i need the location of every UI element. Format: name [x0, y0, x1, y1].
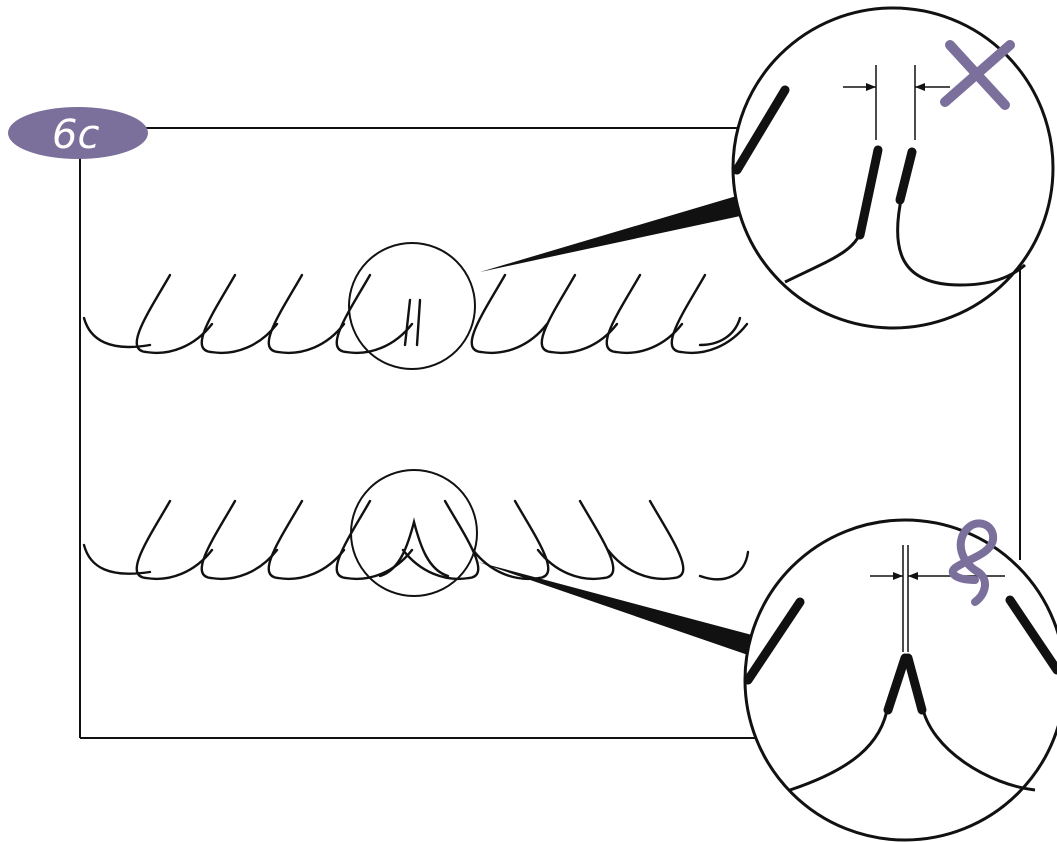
step-badge: 6c: [8, 107, 148, 159]
top-magnify-indicator: [349, 195, 745, 369]
stitch-hook: [269, 501, 344, 579]
stitch-tail: [84, 545, 150, 574]
top-stitch-row: [84, 275, 747, 353]
stitch-hook: [337, 501, 412, 579]
stitch-hook: [608, 501, 683, 579]
stitch-hook: [202, 275, 277, 353]
stitch-tail: [700, 318, 740, 345]
stitch-hook: [202, 501, 277, 579]
stitch-hook: [337, 275, 412, 353]
stitch-center-pair: [405, 300, 410, 345]
stitch-hook: [269, 275, 344, 353]
stitch-hook: [672, 275, 747, 353]
stitch-hook: [473, 501, 548, 579]
bottom-zoom-circle: [745, 520, 1057, 840]
stitch-center-peak: [380, 522, 448, 576]
step-badge-label: 6c: [52, 112, 99, 158]
stitch-hook: [472, 275, 547, 353]
stitch-tail: [700, 552, 748, 579]
bottom-stitch-row: [84, 501, 748, 579]
stitch-center-pair: [417, 300, 420, 345]
